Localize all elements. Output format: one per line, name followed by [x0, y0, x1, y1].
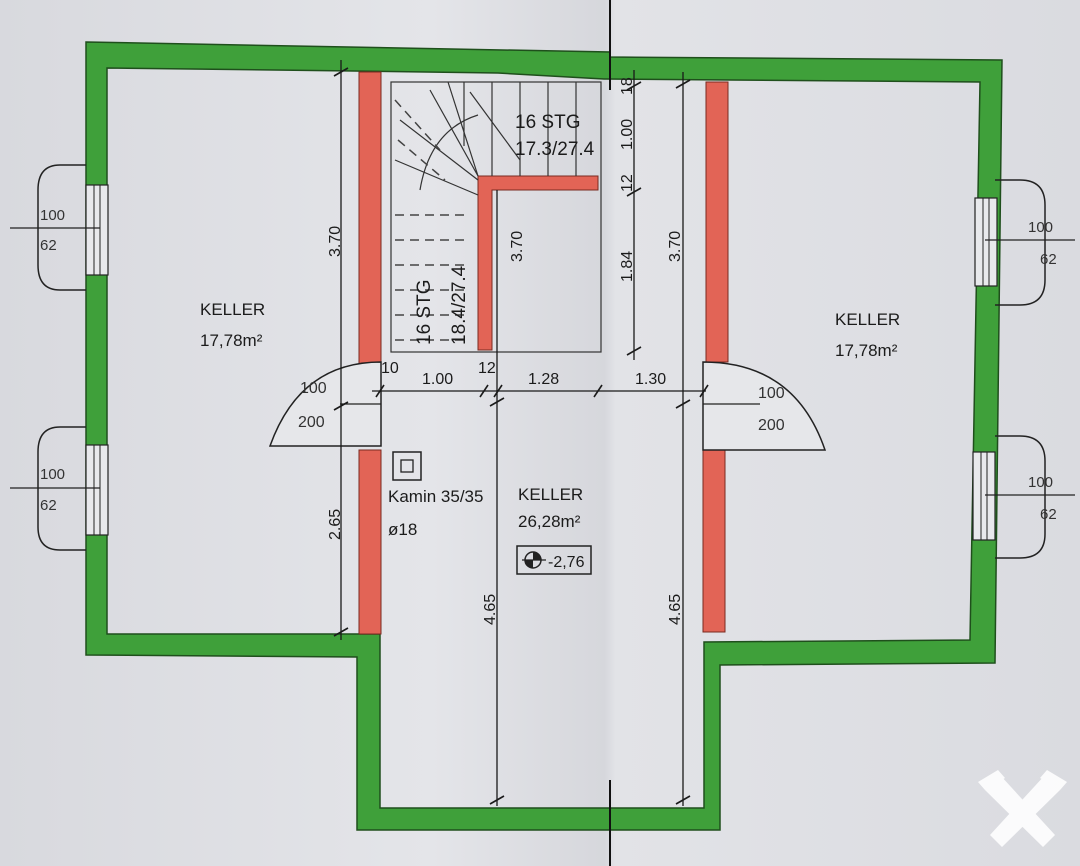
window-height: 62: [1040, 506, 1057, 523]
room-left-name: KELLER: [200, 300, 265, 319]
door-height: 200: [758, 417, 785, 434]
dim-18: 18: [619, 77, 636, 95]
stair-upper-steps: 16 STG: [515, 112, 580, 133]
interior-wall-right-lower: [702, 449, 726, 633]
level-marker: -2,76: [516, 545, 592, 575]
room-center-name: KELLER: [518, 485, 583, 504]
stair-tread: [447, 81, 479, 177]
dim-center-height: 4.65: [482, 594, 499, 625]
window-height: 62: [40, 497, 57, 514]
stair-dash: [394, 99, 441, 151]
window-width: 100: [1028, 219, 1053, 236]
window-width: 100: [1028, 474, 1053, 491]
dim-1-00-vertical: 1.00: [619, 119, 636, 150]
dim-row-1-30: 1.30: [635, 371, 666, 388]
dim-stair-height: 3.70: [509, 231, 526, 262]
stair-lower-steps: 16 STG: [414, 280, 435, 345]
window-width: 100: [40, 466, 65, 483]
interior-wall-left-upper: [358, 71, 382, 365]
chimney: Kamin 35/35 ø18: [388, 451, 483, 539]
interior-wall-right-upper: [705, 81, 729, 363]
staircase: [390, 81, 602, 353]
watermark-logo-icon: [978, 770, 1067, 847]
door-width: 100: [758, 385, 785, 402]
dim-row-1-00: 1.00: [422, 371, 453, 388]
window-left-top: 100 62: [10, 164, 109, 291]
dim-left-lower: 2.65: [327, 509, 344, 540]
interior-wall-left-lower: [358, 449, 382, 635]
room-left-area: 17,78m²: [200, 331, 263, 350]
dim-row-1-28: 1.28: [528, 371, 559, 388]
room-center-area: 26,28m²: [518, 512, 581, 531]
window-width: 100: [40, 207, 65, 224]
window-left-bottom: 100 62: [10, 426, 109, 551]
exterior-wall: [85, 41, 1003, 831]
chimney-diameter: ø18: [388, 520, 417, 539]
door-width: 100: [300, 380, 327, 397]
dim-row-10: 10: [381, 360, 399, 377]
stair-outline: [390, 81, 602, 353]
window-right-bottom: 100 62: [972, 435, 1075, 559]
window-height: 62: [1040, 251, 1057, 268]
dim-12-vertical: 12: [619, 174, 636, 192]
door-height: 200: [298, 414, 325, 431]
chimney-flue-icon: [400, 459, 414, 473]
dim-right-upper: 3.70: [667, 231, 684, 262]
dim-left-upper: 3.70: [327, 226, 344, 257]
window-height: 62: [40, 237, 57, 254]
chimney-box: [392, 451, 422, 481]
dimension-lines: [333, 0, 709, 866]
room-right-area: 17,78m²: [835, 341, 898, 360]
room-right-name: KELLER: [835, 310, 900, 329]
level-value: -2,76: [548, 554, 585, 571]
window-right-top: 100 62: [974, 179, 1075, 306]
door-left: 100 200: [268, 361, 382, 447]
chimney-label: Kamin 35/35: [388, 487, 483, 506]
stair-upper-ratio: 17.3/27.4: [515, 139, 595, 160]
stair-curve: [419, 114, 479, 191]
stair-dash: [397, 139, 446, 181]
stair-tread: [394, 159, 479, 196]
dim-1-84: 1.84: [619, 251, 636, 282]
stair-arrow-line: [469, 91, 521, 161]
stair-tread: [429, 89, 479, 177]
stair-lower-ratio: 18.4/27.4: [449, 265, 470, 345]
dim-right-lower: 4.65: [667, 594, 684, 625]
stair-wall: [477, 175, 599, 351]
dim-row-12: 12: [478, 360, 496, 377]
door-right: 100 200: [702, 361, 827, 451]
